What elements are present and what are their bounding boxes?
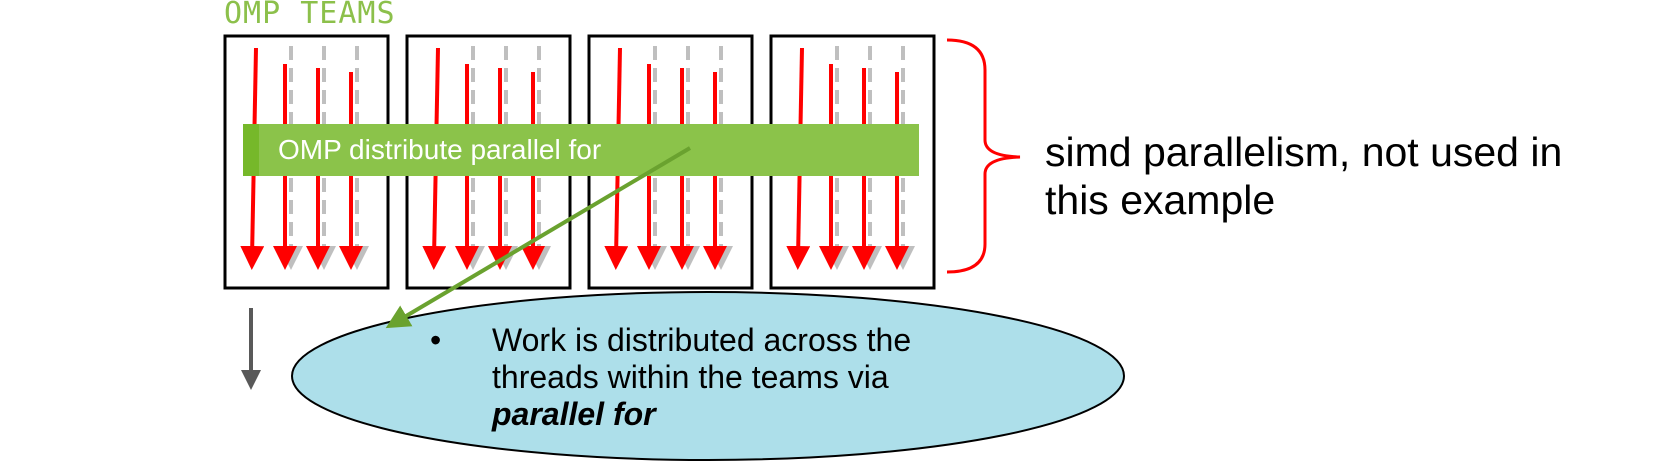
omp-teams-label: OMP TEAMS (224, 0, 396, 31)
distribute-bar-label: OMP distribute parallel for (278, 134, 602, 165)
simd-note-line-1: simd parallelism, not used in (1045, 129, 1563, 175)
callout-bullet: • (430, 322, 442, 358)
callout-line-3: parallel for (492, 396, 656, 432)
bar-accent-tab (243, 124, 259, 176)
callout-line-1: Work is distributed across the (492, 322, 912, 358)
simd-note-line-2: this example (1045, 177, 1276, 223)
callout-line-2: threads within the teams via (492, 359, 889, 395)
simd-brace (946, 38, 1021, 274)
callout-lines: Work is distributed across the threads w… (492, 322, 992, 433)
callout-ellipse (291, 291, 1125, 461)
distribute-parallel-for-bar: OMP distribute parallel for (243, 124, 919, 176)
simd-note: simd parallelism, not used in this examp… (1045, 128, 1645, 224)
